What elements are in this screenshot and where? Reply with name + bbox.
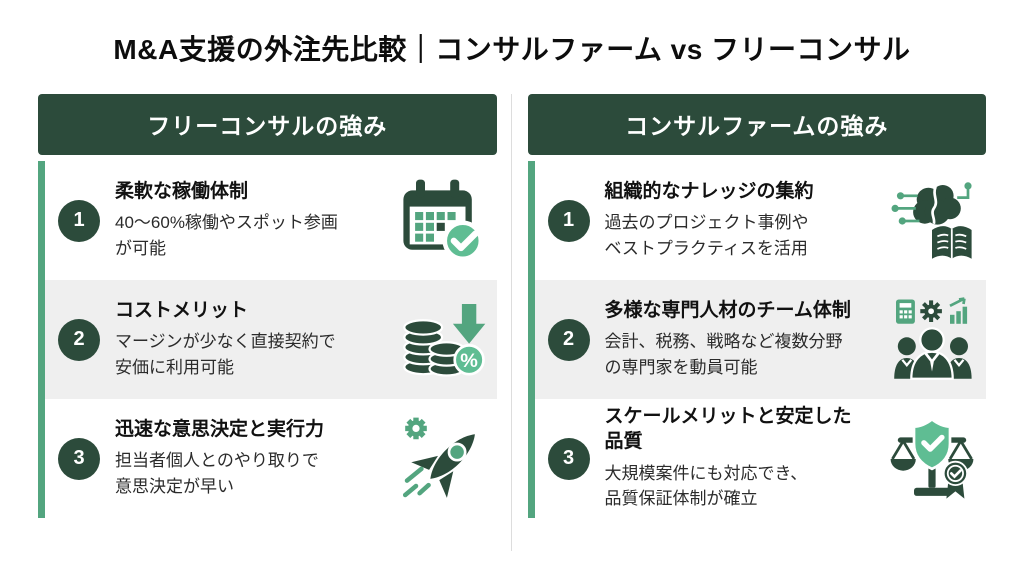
benefit-title: 迅速な意思決定と実行力	[115, 418, 325, 440]
number-badge: 2	[58, 318, 100, 361]
benefit-texts: 多様な専門人材のチーム体制会計、税務、戦略など複数分野 の専門家を動員可能	[605, 299, 885, 381]
team-specialists-icon	[884, 292, 980, 388]
benefit-texts: コストメリットマージンが少なく直接契約で 安価に利用可能	[115, 299, 395, 381]
benefit-title: 多様な専門人材のチーム体制	[604, 299, 851, 321]
benefit-row: 2 コストメリットマージンが少なく直接契約で 安価に利用可能 %	[45, 280, 497, 399]
benefit-description: マージンが少なく直接契約で 安価に利用可能	[115, 332, 336, 377]
number-badge: 2	[547, 318, 590, 361]
column-header-firm: コンサルファームの強み	[527, 94, 986, 155]
number-badge: 3	[58, 437, 100, 480]
svg-text:%: %	[460, 350, 478, 372]
benefit-row: 2 多様な専門人材のチーム体制会計、税務、戦略など複数分野 の専門家を動員可能	[534, 280, 986, 399]
calendar-check-icon	[395, 173, 491, 269]
benefit-description: 大規模案件にも対応でき、 品質保証体制が確立	[604, 463, 808, 509]
page-title: M&A支援の外注先比較｜コンサルファーム vs フリーコンサル	[113, 34, 911, 65]
benefit-description: 過去のプロジェクト事例や ベストプラクティスを活用	[604, 213, 809, 258]
benefit-texts: 迅速な意思決定と実行力担当者個人とのやり取りで 意思決定が早い	[115, 418, 395, 500]
benefit-title: 柔軟な稼働体制	[115, 180, 249, 202]
column-rows-freelance: 1 柔軟な稼働体制 40〜60%稼働やスポット参画 が可能 2 コストメリットマージン…	[38, 161, 497, 518]
benefit-texts: 柔軟な稼働体制 40〜60%稼働やスポット参画 が可能	[115, 180, 395, 262]
comparison-columns: フリーコンサルの強み 1 柔軟な稼働体制 40〜60%稼働やスポット参画 が可能 2…	[0, 94, 1024, 551]
benefit-description: 担当者個人とのやり取りで 意思決定が早い	[115, 451, 319, 496]
benefit-texts: スケールメリットと安定した 品質大規模案件にも対応でき、 品質保証体制が確立	[605, 405, 885, 511]
benefit-row: 1 組織的なナレッジの集約過去のプロジェクト事例や ベストプラクティスを活用	[535, 161, 987, 280]
column-rows-firm: 1 組織的なナレッジの集約過去のプロジェクト事例や ベストプラクティスを活用	[527, 161, 987, 518]
column-firm: コンサルファームの強み 1 組織的なナレッジの集約過去のプロジェクト事例や ベスト…	[527, 94, 987, 518]
scale-quality-icon	[884, 411, 980, 507]
benefit-title: スケールメリットと安定した 品質	[604, 406, 852, 452]
benefit-row: 3 スケールメリットと安定した 品質大規模案件にも対応でき、 品質保証体制が確立	[535, 399, 987, 518]
benefit-row: 1 柔軟な稼働体制 40〜60%稼働やスポット参画 が可能	[45, 161, 497, 280]
number-badge: 1	[547, 199, 590, 242]
column-header-freelance: フリーコンサルの強み	[38, 94, 497, 155]
benefit-title: コストメリット	[115, 299, 249, 321]
coins-discount-icon: %	[395, 292, 491, 388]
benefit-description: 40〜60%稼働やスポット参画 が可能	[115, 213, 338, 258]
column-divider	[511, 94, 512, 551]
benefit-description: 会計、税務、戦略など複数分野 の専門家を動員可能	[604, 332, 843, 377]
rocket-gear-icon	[395, 411, 491, 507]
number-badge: 3	[547, 437, 590, 480]
number-badge: 1	[58, 199, 100, 242]
benefit-title: 組織的なナレッジの集約	[604, 180, 814, 202]
benefit-row: 3 迅速な意思決定と実行力担当者個人とのやり取りで 意思決定が早い	[45, 399, 497, 518]
benefit-texts: 組織的なナレッジの集約過去のプロジェクト事例や ベストプラクティスを活用	[605, 180, 885, 262]
column-freelance: フリーコンサルの強み 1 柔軟な稼働体制 40〜60%稼働やスポット参画 が可能 2…	[38, 94, 497, 518]
brain-book-icon	[884, 173, 980, 269]
